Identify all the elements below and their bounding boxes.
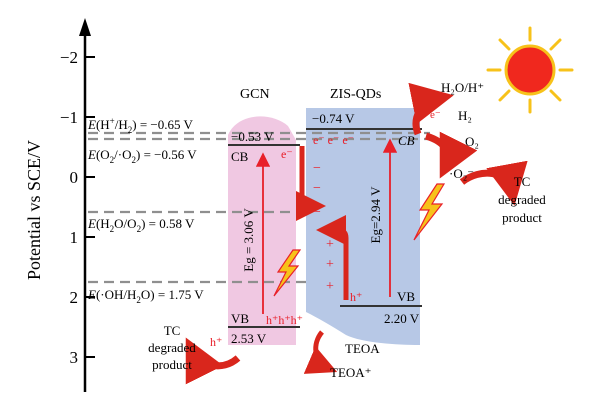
gcn-holes: h⁺h⁺h⁺	[266, 313, 303, 327]
teoa-label: TEOA	[345, 341, 380, 356]
o2-label: O₂	[465, 134, 479, 149]
left-hole: h⁺	[210, 335, 222, 349]
label-o2-o2: E(O2/·O2) = −0.56 V	[87, 147, 197, 165]
zis-title: ZIS-QDs	[330, 87, 381, 102]
reduction-electron: e⁻	[430, 109, 441, 121]
y-axis-label: Potential vs SCE/V	[24, 140, 44, 280]
tick-label: −2	[60, 48, 78, 67]
charge-plus: +	[326, 257, 334, 272]
gcn-cb-value: −0.53 V	[231, 129, 274, 144]
electron-to-proton-arrow	[408, 82, 454, 136]
sun-icon	[486, 26, 574, 114]
charge-minus: −	[313, 205, 321, 220]
charge-minus: −	[313, 161, 321, 176]
zis-hole: h⁺	[350, 290, 362, 304]
electron-transfer-arrow	[296, 146, 326, 221]
zis-band	[306, 108, 420, 345]
electron-to-oxygen-arrow	[424, 131, 478, 179]
y-axis-ticks	[85, 56, 95, 358]
superoxide-label: ·O₂⁻	[449, 166, 474, 181]
oxidation-products: TC degraded product h⁺ TEOA TEOA⁺	[148, 323, 380, 380]
tc-right-line: TC	[514, 174, 531, 189]
zis-cb-label: CB	[398, 133, 415, 148]
tick-label: 1	[70, 228, 79, 247]
charge-minus: −	[313, 181, 321, 196]
light-bolt-icon	[273, 249, 302, 297]
label-oh-h2o: E(·OH/H2O) = 1.75 V	[87, 287, 204, 305]
tc-right-line: degraded	[498, 192, 546, 207]
label-h-plus-h2: E(H+/H2) = −0.65 V	[87, 116, 194, 135]
tc-left-line: product	[152, 357, 192, 372]
y-axis-arrow-icon	[79, 18, 91, 36]
y-axis-tick-labels: −2 −1 0 1 2 3	[60, 48, 78, 367]
gcn-title: GCN	[240, 87, 270, 102]
tc-left-line: degraded	[148, 340, 196, 355]
reduction-products: H₂O/H⁺ e⁻ H₂ O₂ ·O₂⁻ TC degraded product	[430, 80, 546, 225]
gcn-vb-value: 2.53 V	[231, 331, 267, 346]
reference-lines	[88, 131, 430, 284]
charge-plus: +	[326, 279, 334, 294]
tick-label: −1	[60, 108, 78, 127]
tick-label: 3	[70, 348, 79, 367]
tc-right-line: product	[502, 210, 542, 225]
gcn-electron: e⁻	[281, 147, 293, 161]
tick-label: 2	[70, 288, 79, 307]
label-h2o-o2: E(H2O/O2) = 0.58 V	[87, 216, 195, 234]
superoxide-to-tc-arrow	[459, 160, 528, 206]
hole-transfer-arrow	[316, 215, 349, 300]
gcn-band-gap: Eg = 3.06 V	[241, 208, 256, 272]
zis-cb-value: −0.74 V	[312, 111, 355, 126]
zis-band-gap: Eg=2.94 V	[368, 186, 383, 244]
interface-charges: − − − + + +	[313, 161, 334, 294]
gcn-vb-label: VB	[231, 311, 249, 326]
hole-to-teoa-arrow	[303, 330, 338, 374]
h2o-h-label: H₂O/H⁺	[441, 80, 484, 95]
light-bolt-icon	[413, 183, 446, 241]
tick-label: 0	[70, 168, 79, 187]
charge-plus: +	[326, 237, 334, 252]
h2-label: H₂	[458, 108, 472, 123]
teoa-plus-label: TEOA⁺	[330, 365, 372, 380]
zis-electrons: e⁻ e⁻ e⁻	[313, 133, 354, 147]
gcn-cb-label: CB	[231, 149, 249, 164]
zis-vb-label: VB	[397, 289, 415, 304]
tc-left-line: TC	[164, 323, 181, 338]
zis-vb-value: 2.20 V	[384, 311, 420, 326]
hole-to-tc-arrow	[185, 337, 241, 385]
